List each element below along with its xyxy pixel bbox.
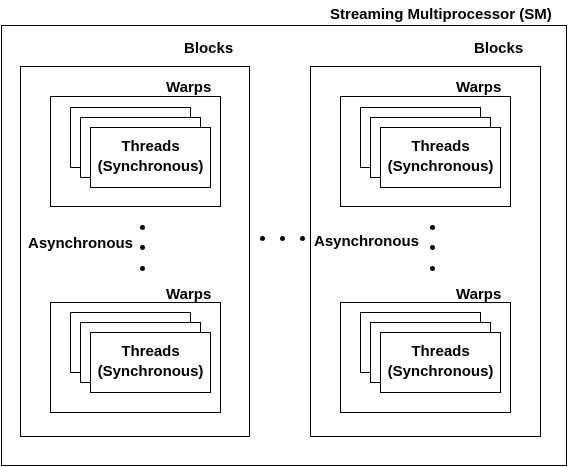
warp-label: Warps <box>166 286 212 303</box>
vertical-ellipsis-dot <box>430 225 435 230</box>
threads-sync-label: (Synchronous) <box>387 158 494 175</box>
sm-title: Streaming Multiprocessor (SM) <box>330 6 552 23</box>
warp-label: Warps <box>166 79 212 96</box>
warp-label: Warps <box>456 286 502 303</box>
warp-label: Warps <box>456 79 502 96</box>
vertical-ellipsis-dot <box>140 245 145 250</box>
vertical-ellipsis-dot <box>140 225 145 230</box>
threads-label: Threads <box>121 343 180 360</box>
vertical-ellipsis-dot <box>430 245 435 250</box>
threads-sync-label: (Synchronous) <box>387 363 494 380</box>
asynchronous-label: Asynchronous <box>314 233 420 250</box>
horizontal-ellipsis-dot <box>300 236 305 241</box>
asynchronous-label: Asynchronous <box>28 235 134 252</box>
horizontal-ellipsis-dot <box>280 236 285 241</box>
threads-box: Threads (Synchronous) <box>90 127 211 188</box>
threads-label: Threads <box>411 138 470 155</box>
block-left-label: Blocks <box>184 40 234 57</box>
threads-box: Threads (Synchronous) <box>90 332 211 393</box>
threads-box: Threads (Synchronous) <box>380 127 501 188</box>
threads-sync-label: (Synchronous) <box>97 363 204 380</box>
threads-box: Threads (Synchronous) <box>380 332 501 393</box>
vertical-ellipsis-dot <box>430 266 435 271</box>
threads-label: Threads <box>121 138 180 155</box>
vertical-ellipsis-dot <box>140 266 145 271</box>
threads-sync-label: (Synchronous) <box>97 158 204 175</box>
threads-label: Threads <box>411 343 470 360</box>
block-right-label: Blocks <box>474 40 524 57</box>
horizontal-ellipsis-dot <box>260 236 265 241</box>
